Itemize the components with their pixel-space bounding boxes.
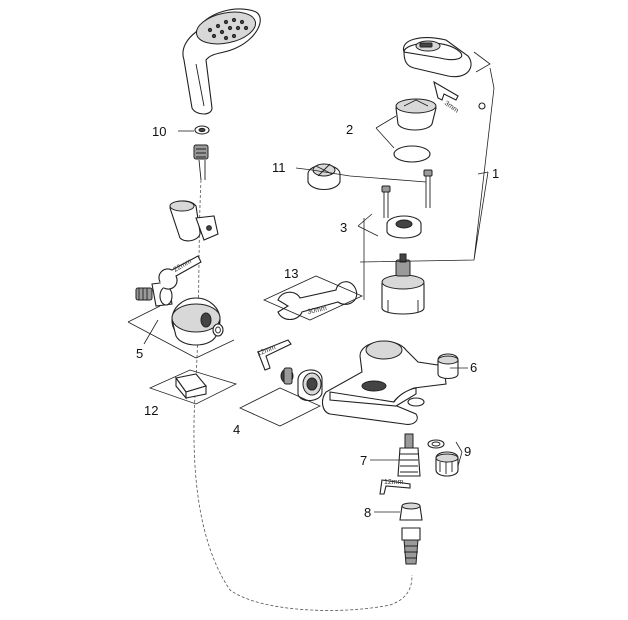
shower-hose (193, 144, 413, 611)
callout-10: 10 (152, 124, 166, 139)
grub-screw (478, 102, 486, 110)
callout-1: 1 (492, 166, 499, 181)
wrench-30mm-label: 30mm (307, 305, 328, 316)
cover-cap (307, 163, 341, 191)
callout-9: 9 (464, 444, 471, 459)
lever-handle (403, 37, 472, 78)
callout-9-bracket (455, 441, 463, 467)
fixing-screws (381, 169, 433, 218)
callout-13: 13 (284, 266, 298, 281)
diverter (397, 433, 421, 477)
callout-5: 5 (136, 346, 143, 361)
callout-numbers: 10 2 1 11 3 13 5 6 12 4 9 7 8 (136, 122, 499, 520)
callout-6: 6 (470, 360, 477, 375)
connection-nipple (280, 367, 294, 385)
callout-2: 2 (346, 122, 353, 137)
wrench-22mm: 22mm (158, 255, 202, 290)
ceramic-cartridge (381, 253, 425, 315)
hex-key-3mm: 3mm (433, 80, 460, 115)
callout-7: 7 (360, 453, 367, 468)
mixer-body (321, 340, 447, 425)
o-ring (393, 145, 431, 163)
cartridge-nut (386, 215, 422, 239)
callout-2-bracket (375, 115, 397, 149)
spout-cap (437, 353, 459, 380)
group-5-outline (127, 305, 235, 359)
connection-nut (297, 369, 323, 402)
hex-key-12mm-bottom: 12mm (379, 479, 411, 495)
callout-8: 8 (364, 505, 371, 520)
hex-key-12mm-b-label: 12mm (384, 479, 404, 486)
callout-3-bracket (357, 213, 379, 300)
bottom-hose-connector (401, 527, 421, 565)
callout-1-bracket (359, 51, 495, 263)
group-13-outline (263, 275, 363, 321)
aerator (435, 451, 459, 477)
bottom-nut (399, 502, 423, 521)
hand-shower (182, 8, 261, 115)
handle-adapter (395, 98, 437, 131)
hose-washer (194, 125, 210, 135)
aerator-washer (427, 439, 445, 449)
callout-12: 12 (144, 403, 158, 418)
callout-11: 11 (272, 160, 286, 175)
wrench-30mm: 30mm (277, 281, 358, 321)
shower-holder (169, 200, 219, 242)
callout-leaders (143, 130, 489, 513)
wall-rosette (171, 297, 221, 346)
callout-3: 3 (340, 220, 347, 235)
hex-key-3mm-label: 3mm (443, 100, 460, 115)
rosette-washer (212, 323, 224, 337)
group-4-outline (239, 387, 321, 427)
callout-4: 4 (233, 422, 240, 437)
hex-key-12mm-left: 12mm (256, 339, 292, 371)
adapter-nut (148, 369, 238, 405)
